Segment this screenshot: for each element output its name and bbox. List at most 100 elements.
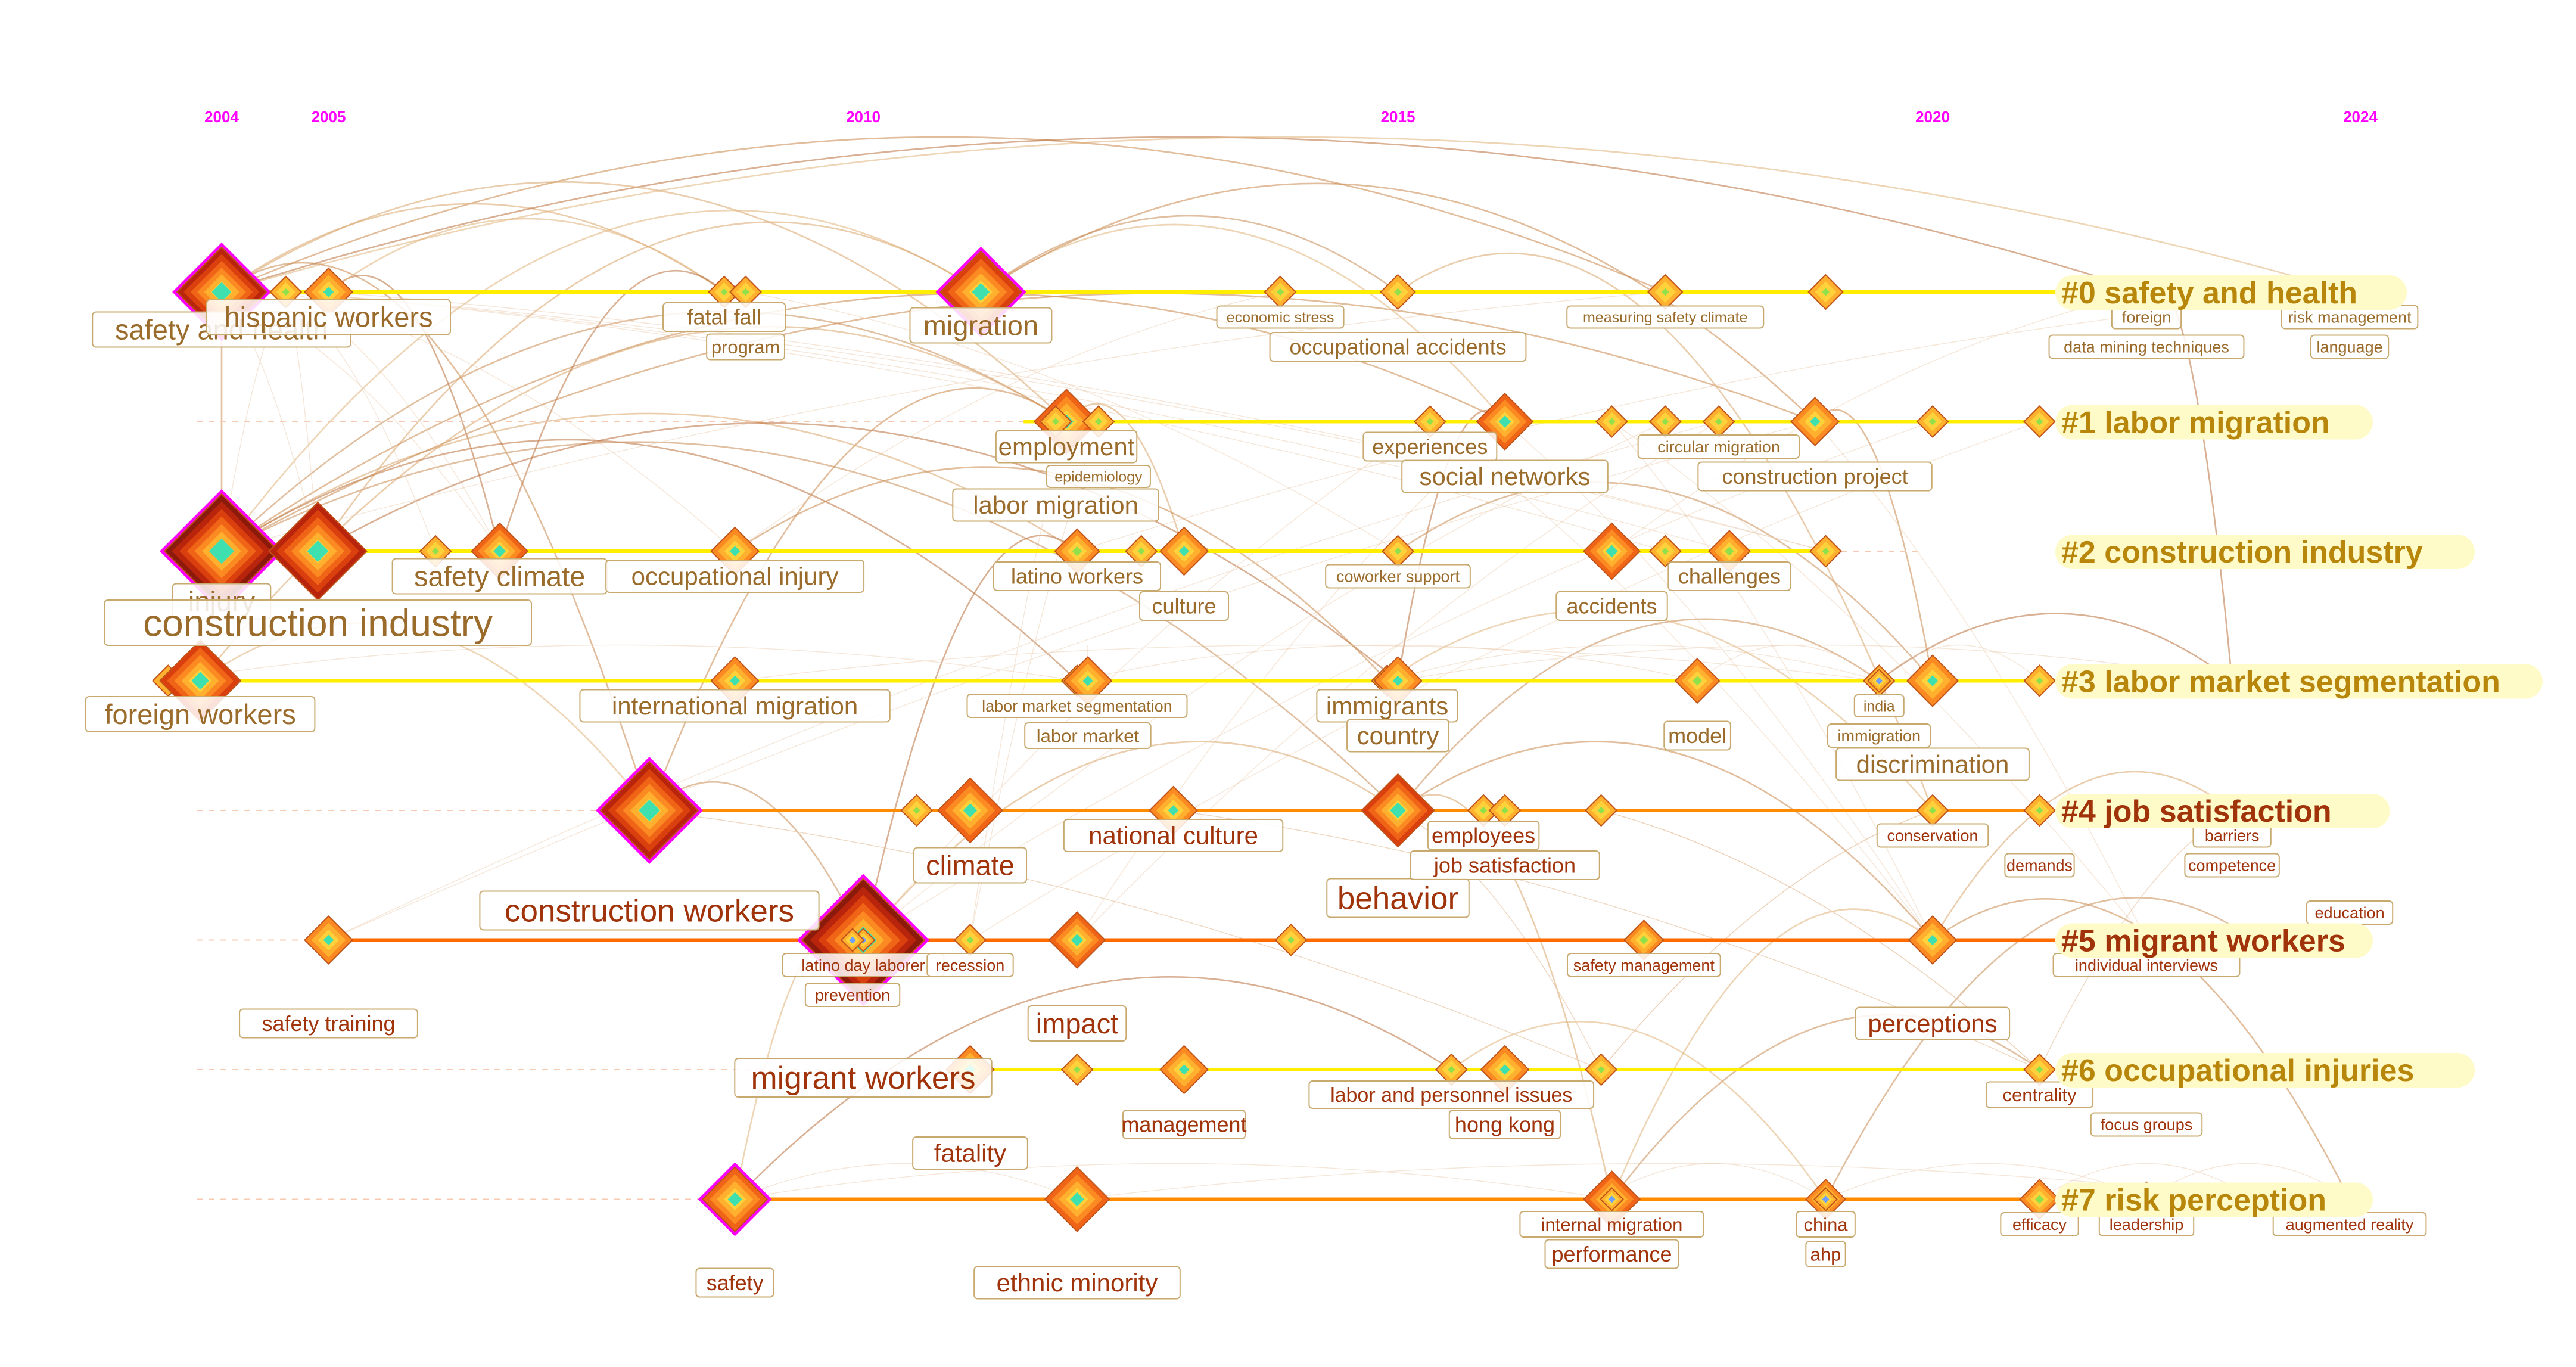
keyword-node-model[interactable] [1674, 657, 1721, 704]
keyword-label-discrimination[interactable]: discrimination [1835, 747, 2030, 781]
keyword-node-24[interactable] [2023, 405, 2056, 438]
keyword-node-centrality[interactable] [2023, 1053, 2056, 1086]
keyword-label-focus-groups[interactable]: focus groups [2090, 1112, 2203, 1137]
keyword-label-construction-workers[interactable]: construction workers [479, 890, 820, 931]
keyword-node-impact[interactable] [1048, 911, 1106, 969]
keyword-node-58[interactable] [1585, 794, 1617, 827]
keyword-label-internal-migration[interactable]: internal migration [1519, 1211, 1704, 1238]
keyword-label-labor-and-personnel-issues[interactable]: labor and personnel issues [1308, 1080, 1595, 1109]
keyword-node-climate[interactable] [937, 777, 1003, 844]
keyword-label-fatality[interactable]: fatality [912, 1136, 1028, 1170]
keyword-label-experiences[interactable]: experiences [1362, 431, 1498, 462]
keyword-node-behavior[interactable] [1361, 773, 1435, 848]
keyword-node-injury[interactable] [160, 489, 284, 613]
keyword-label-language[interactable]: language [2310, 334, 2390, 359]
keyword-node-ethnic-minority[interactable] [1044, 1166, 1110, 1232]
keyword-node-economic-stress[interactable] [1264, 275, 1297, 309]
cluster-label-6[interactable]: #6 occupational injuries [2055, 1053, 2475, 1088]
keyword-label-demands[interactable]: demands [2004, 853, 2075, 878]
keyword-label-ethnic-minority[interactable]: ethnic minority [973, 1266, 1181, 1300]
keyword-node-experiences[interactable] [1413, 405, 1446, 438]
keyword-label-education[interactable]: education [2306, 900, 2394, 925]
keyword-node-20[interactable] [1648, 405, 1682, 438]
keyword-label-safety[interactable]: safety [695, 1267, 774, 1298]
keyword-label-hong-kong[interactable]: hong kong [1448, 1110, 1561, 1139]
keyword-node-employees[interactable] [1467, 794, 1500, 827]
keyword-label-ahp[interactable]: ahp [1805, 1241, 1846, 1267]
keyword-label-construction-industry[interactable]: construction industry [104, 599, 532, 646]
keyword-label-behavior[interactable]: behavior [1326, 878, 1470, 918]
cluster-label-7[interactable]: #7 risk perception [2055, 1182, 2373, 1218]
keyword-node-76[interactable] [1060, 1053, 1094, 1086]
keyword-label-labor-market-segmentation[interactable]: labor market segmentation [966, 694, 1188, 718]
keyword-label-economic-stress[interactable]: economic stress [1216, 305, 1345, 329]
keyword-label-perceptions[interactable]: perceptions [1855, 1006, 2011, 1040]
keyword-node-construction-industry[interactable] [268, 501, 368, 601]
keyword-node-labor-market[interactable] [1063, 656, 1113, 706]
keyword-node-80[interactable] [1585, 1053, 1617, 1086]
keyword-node-circular-migration[interactable] [1702, 405, 1735, 438]
keyword-label-construction-project[interactable]: construction project [1697, 461, 1933, 492]
keyword-node-52[interactable] [900, 794, 934, 827]
keyword-label-labor-market[interactable]: labor market [1024, 722, 1152, 749]
keyword-node-efficacy[interactable] [2019, 1179, 2060, 1220]
keyword-node-occupational-accidents[interactable] [1380, 274, 1416, 310]
keyword-label-immigrants[interactable]: immigrants [1316, 689, 1458, 723]
keyword-label-fatal-fall[interactable]: fatal fall [662, 302, 786, 332]
keyword-label-foreign[interactable]: foreign [2111, 305, 2182, 330]
keyword-node-9[interactable] [1807, 274, 1844, 310]
keyword-label-challenges[interactable]: challenges [1667, 561, 1791, 591]
keyword-label-accidents[interactable]: accidents [1555, 591, 1668, 621]
keyword-label-occupational-injury[interactable]: occupational injury [605, 560, 865, 593]
keyword-label-india[interactable]: india [1853, 694, 1905, 717]
keyword-node-safety-training[interactable] [304, 915, 353, 965]
keyword-label-country[interactable]: country [1346, 719, 1449, 753]
keyword-node-prevention[interactable] [840, 928, 865, 952]
keyword-label-employees[interactable]: employees [1427, 821, 1540, 850]
cluster-label-3[interactable]: #3 labor market segmentation [2055, 664, 2543, 700]
keyword-label-management[interactable]: management [1121, 1110, 1247, 1139]
cluster-label-4[interactable]: #4 job satisfaction [2055, 794, 2390, 829]
cluster-label-5[interactable]: #5 migrant workers [2055, 923, 2373, 959]
keyword-label-safety-training[interactable]: safety training [239, 1008, 418, 1039]
keyword-label-program[interactable]: program [706, 333, 785, 361]
keyword-node-accidents[interactable] [1583, 522, 1641, 580]
keyword-node-culture[interactable] [1159, 526, 1209, 576]
keyword-node-safety[interactable] [698, 1162, 772, 1236]
keyword-label-individual-interviews[interactable]: individual interviews [2052, 953, 2241, 977]
keyword-node-performance[interactable] [1600, 1187, 1624, 1211]
keyword-label-safety-management[interactable]: safety management [1567, 953, 1721, 977]
keyword-node-measuring-safety-climate[interactable] [1647, 274, 1684, 310]
keyword-label-international-migration[interactable]: international migration [579, 689, 891, 723]
keyword-label-recession[interactable]: recession [926, 953, 1014, 977]
keyword-node-37[interactable] [1809, 535, 1842, 568]
keyword-label-labor-migration[interactable]: labor migration [952, 488, 1159, 522]
keyword-label-hispanic-workers[interactable]: hispanic workers [206, 299, 452, 335]
keyword-label-latino-day-laborer[interactable]: latino day laborer [782, 953, 945, 977]
keyword-node-coworker-support[interactable] [1382, 535, 1414, 568]
keyword-label-centrality[interactable]: centrality [1985, 1081, 2094, 1108]
cluster-label-2[interactable]: #2 construction industry [2055, 535, 2475, 570]
keyword-label-employment[interactable]: employment [995, 430, 1138, 464]
keyword-node-immigration[interactable] [1866, 669, 1891, 693]
keyword-node-job-satisfaction[interactable] [1488, 794, 1522, 827]
keyword-node-discrimination[interactable] [1906, 654, 1959, 707]
keyword-label-performance[interactable]: performance [1544, 1239, 1679, 1269]
keyword-node-demands[interactable] [2023, 794, 2056, 827]
keyword-label-china[interactable]: china [1796, 1211, 1856, 1238]
keyword-label-social-networks[interactable]: social networks [1401, 459, 1609, 493]
keyword-label-safety-climate[interactable]: safety climate [391, 558, 608, 595]
keyword-node-ahp[interactable] [1813, 1187, 1838, 1211]
keyword-node-69[interactable] [1274, 924, 1308, 956]
keyword-label-migration[interactable]: migration [909, 307, 1053, 344]
keyword-label-latino-workers[interactable]: latino workers [993, 561, 1162, 591]
keyword-label-leadership[interactable]: leadership [2098, 1212, 2195, 1236]
keyword-label-immigration[interactable]: immigration [1827, 723, 1931, 748]
keyword-label-measuring-safety-climate[interactable]: measuring safety climate [1566, 305, 1765, 329]
keyword-label-epidemiology[interactable]: epidemiology [1046, 465, 1151, 488]
keyword-label-climate[interactable]: climate [913, 847, 1028, 884]
keyword-label-competence[interactable]: competence [2184, 853, 2280, 878]
keyword-label-prevention[interactable]: prevention [804, 983, 901, 1007]
keyword-node-23[interactable] [1916, 405, 1949, 438]
keyword-label-culture[interactable]: culture [1138, 591, 1230, 621]
